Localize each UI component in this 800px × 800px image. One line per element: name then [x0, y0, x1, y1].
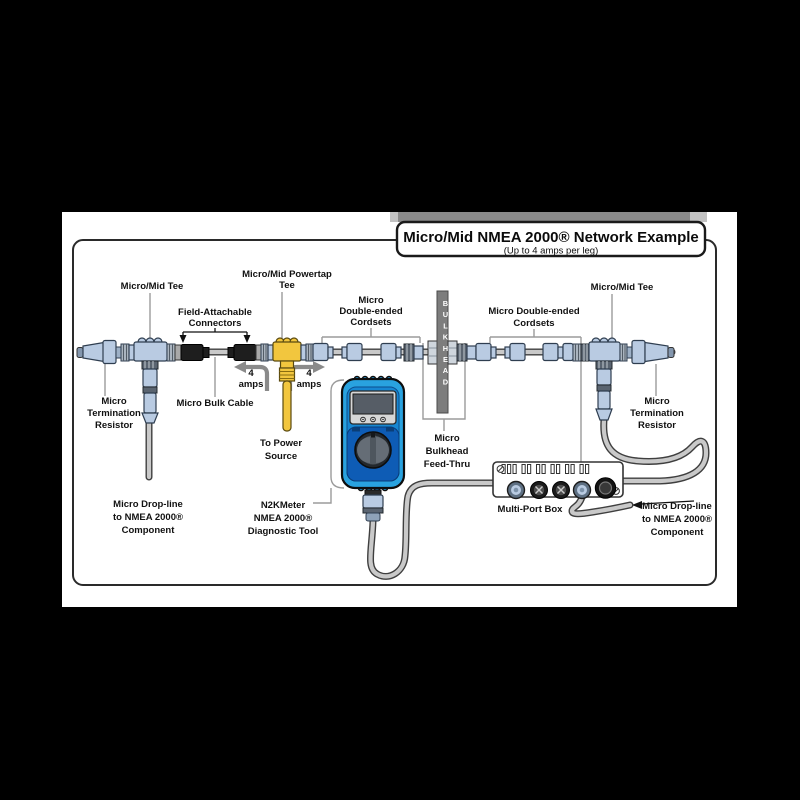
label-term-right-1: Micro [644, 396, 670, 407]
left-termination-resistor [76, 339, 122, 365]
cables [145, 416, 710, 580]
label-cordsets-left-3: Cordsets [350, 317, 391, 328]
label-left-tee: Micro/Mid Tee [121, 281, 184, 292]
meter-lcd [352, 393, 394, 415]
meter-buttons [360, 416, 386, 423]
label-dropline-left-1: Micro Drop-line [113, 499, 183, 510]
multi-port-box [492, 461, 624, 500]
label-bulk-cable: Micro Bulk Cable [176, 398, 253, 409]
cordsets-left [312, 342, 424, 362]
meter-connector [362, 489, 384, 522]
label-dropline-right-1: Micro Drop-line [642, 501, 712, 512]
label-field-attachable-1: Field-Attachable [178, 307, 252, 318]
label-to-power-1: To Power [260, 438, 302, 449]
meter-rotary-knob [354, 431, 392, 469]
label-term-right-2: Termination [630, 408, 684, 419]
leader-lines [104, 292, 657, 504]
label-term-right-3: Resistor [638, 420, 676, 431]
right-termination-resistor [619, 339, 675, 365]
field-attachable-bracket [179, 328, 251, 343]
bulkhead-feedthru [427, 290, 477, 414]
label-multiport: Multi-Port Box [498, 504, 564, 515]
label-powertap-1: Micro/Mid Powertap [242, 269, 332, 280]
title-shadow-bar [390, 212, 707, 222]
label-n2kmeter-2: NMEA 2000® [254, 513, 312, 524]
label-amps-left-2: amps [239, 379, 264, 390]
n2kmeter-device [340, 375, 406, 522]
diagram-labels: Micro/Mid Tee Micro/Mid Powertap Tee Fie… [87, 269, 712, 538]
powertap-tee [260, 337, 314, 432]
cordsets-right [475, 342, 590, 362]
diagram-border [72, 239, 717, 586]
label-right-tee: Micro/Mid Tee [591, 282, 654, 293]
left-coupling [120, 343, 136, 362]
label-feedthru-1: Micro [434, 433, 460, 444]
label-cordsets-right-2: Cordsets [513, 318, 554, 329]
label-dropline-right-3: Component [651, 527, 705, 538]
multiport-ports [506, 477, 617, 500]
label-feedthru-3: Feed-Thru [424, 459, 471, 470]
label-amps-right-1: 4 [306, 368, 312, 379]
field-attachable-connector-2 [227, 344, 262, 361]
label-term-left-2: Termination [87, 408, 141, 419]
label-dropline-left-2: to NMEA 2000® [113, 512, 183, 523]
label-term-left-3: Resistor [95, 420, 133, 431]
label-n2kmeter-1: N2KMeter [261, 500, 306, 511]
bulkhead-label: BULKHEAD [441, 299, 450, 389]
label-dropline-left-3: Component [122, 525, 176, 536]
label-amps-right-2: amps [297, 379, 322, 390]
label-cordsets-left-2: Double-ended [339, 306, 403, 317]
diagram-title: Micro/Mid NMEA 2000® Network Example [403, 229, 699, 246]
label-to-power-2: Source [265, 451, 297, 462]
left-tee-coupling [166, 343, 176, 362]
label-field-attachable-2: Connectors [189, 318, 242, 329]
title-box: Micro/Mid NMEA 2000® Network Example (Up… [395, 220, 707, 258]
label-cordsets-right-1: Micro Double-ended [488, 306, 580, 317]
label-powertap-2: Tee [279, 280, 295, 291]
label-n2kmeter-3: Diagnostic Tool [248, 526, 319, 537]
label-term-left-1: Micro [101, 396, 127, 407]
label-cordsets-left-1: Micro [358, 295, 384, 306]
label-amps-left-1: 4 [248, 368, 254, 379]
left-tee [133, 337, 168, 424]
dropline-right-leader [632, 500, 695, 509]
diagram-subtitle: (Up to 4 amps per leg) [504, 246, 599, 257]
label-dropline-right-2: to NMEA 2000® [642, 514, 712, 525]
power-cable [282, 380, 292, 432]
label-feedthru-2: Bulkhead [426, 446, 469, 457]
field-attachable-connector-1 [174, 344, 210, 361]
